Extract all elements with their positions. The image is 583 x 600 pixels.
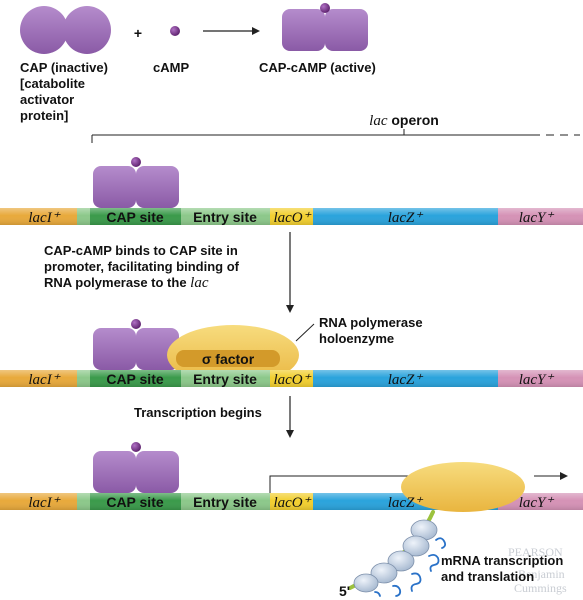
cap-camp-bound-row1 bbox=[93, 157, 179, 208]
polymerase-pointer-line bbox=[295, 323, 315, 342]
cap-site-label-row1: CAP site bbox=[106, 209, 164, 225]
rna-polymerase-transcribing bbox=[401, 462, 525, 512]
dna-strand-row1 bbox=[0, 208, 583, 225]
cap-site-label-row3: CAP site bbox=[106, 494, 164, 510]
lacO-label-row3: lacO⁺ bbox=[273, 495, 311, 511]
five-prime-label: 5' bbox=[339, 583, 350, 599]
step-arrow-1 bbox=[286, 232, 294, 313]
publisher-watermark-line2: Benjamin bbox=[518, 567, 565, 581]
entry-site-label-row1: Entry site bbox=[193, 209, 257, 225]
polypeptide-chains bbox=[374, 537, 447, 597]
lacY-label-row1: lacY⁺ bbox=[519, 210, 555, 226]
mrna-transcription-label: mRNA transcription and translation bbox=[441, 553, 564, 584]
step1-caption-text: CAP-cAMP binds to CAP site in promoter, … bbox=[44, 243, 239, 290]
sigma-factor-label: σ factor bbox=[202, 351, 255, 367]
cap-inactive-label: CAP (inactive) [catabolite activator pro… bbox=[20, 60, 108, 123]
lacO-label-row2: lacO⁺ bbox=[273, 372, 311, 388]
lacZ-label-row2: lacZ⁺ bbox=[388, 372, 424, 388]
cap-camp-bound-row2 bbox=[93, 319, 179, 370]
camp-molecule bbox=[170, 26, 180, 36]
lacY-label-row3: lacY⁺ bbox=[519, 495, 555, 511]
entry-site-label-row2: Entry site bbox=[193, 371, 257, 387]
ribosomes bbox=[353, 519, 438, 593]
transcription-direction-arrow bbox=[534, 472, 568, 480]
lacZ-label-row1: lacZ⁺ bbox=[388, 210, 424, 226]
cap-site-label-row2: CAP site bbox=[106, 371, 164, 387]
lacO-label-row1: lacO⁺ bbox=[273, 210, 311, 226]
lacI-label-row1: lacI⁺ bbox=[28, 210, 60, 226]
operon-bracket bbox=[91, 129, 580, 143]
lacZ-label-row3: lacZ⁺ bbox=[388, 495, 424, 511]
sigma-factor bbox=[176, 350, 280, 367]
entry-site-label-row3: Entry site bbox=[193, 494, 257, 510]
operon-label-plain: operon bbox=[387, 112, 438, 128]
step-arrow-2 bbox=[286, 396, 294, 438]
cap-camp-active-label: CAP-cAMP (active) bbox=[259, 60, 376, 75]
transcription-begins-label: Transcription begins bbox=[134, 405, 262, 420]
step1-caption: CAP-cAMP binds to CAP site in promoter, … bbox=[44, 243, 239, 291]
cap-inactive-protein bbox=[20, 6, 111, 54]
step1-caption-italic: lac bbox=[190, 275, 209, 291]
dna-strand-row2 bbox=[0, 370, 583, 387]
lacY-label-row2: lacY⁺ bbox=[519, 372, 555, 388]
camp-label: cAMP bbox=[153, 60, 190, 75]
reaction-arrow bbox=[203, 27, 260, 35]
lacI-label-row2: lacI⁺ bbox=[28, 372, 60, 388]
publisher-watermark-line3: Cummings bbox=[514, 581, 567, 595]
cap-camp-active-protein bbox=[282, 3, 368, 51]
rna-polymerase-label: RNA polymerase holoenzyme bbox=[319, 315, 423, 346]
plus-sign: + bbox=[134, 25, 142, 41]
lacI-label-row3: lacI⁺ bbox=[28, 495, 60, 511]
operon-label: lac operon bbox=[369, 112, 439, 129]
publisher-watermark-line1: PEARSON bbox=[508, 545, 563, 559]
cap-camp-bound-row3 bbox=[93, 442, 179, 493]
operon-label-italic: lac bbox=[369, 113, 388, 129]
